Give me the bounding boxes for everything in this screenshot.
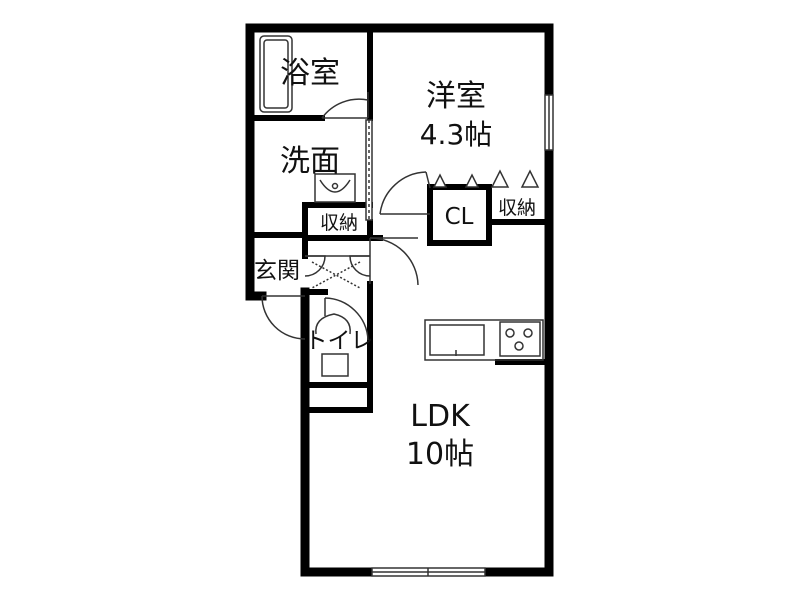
washroom-label: 洗面	[280, 144, 340, 179]
closet-door-icon	[432, 169, 540, 188]
closet-label: CL	[445, 204, 474, 230]
entrance-door-icon	[304, 255, 371, 289]
western-room-window-icon	[544, 94, 554, 151]
wash-basin-icon	[314, 173, 356, 203]
bath-label: 浴室	[280, 56, 340, 91]
bath-door-icon	[321, 92, 369, 119]
toilet-icon	[315, 297, 369, 377]
storage-right-label: 収納	[498, 197, 536, 219]
western-room-door-icon	[379, 171, 431, 215]
western-room-label: 洋室	[426, 79, 486, 114]
washroom-sliding-door-icon	[365, 119, 373, 221]
toilet-label: トイレ	[305, 328, 374, 354]
outer-walls	[245, 23, 554, 577]
western-room-size-label: 4.3帖	[420, 118, 493, 151]
ldk-size-label: 10帖	[406, 437, 474, 472]
front-door-icon	[261, 295, 306, 340]
ldk-window-icon	[371, 567, 486, 577]
hall-door-icon	[369, 237, 419, 286]
inner-walls	[247, 25, 552, 413]
kitchen-counter-icon	[424, 319, 544, 361]
ldk-label: LDK	[410, 399, 471, 434]
storage-center-label: 収納	[320, 212, 358, 234]
entrance-label: 玄関	[254, 258, 300, 284]
bathtub-icon	[259, 35, 293, 113]
